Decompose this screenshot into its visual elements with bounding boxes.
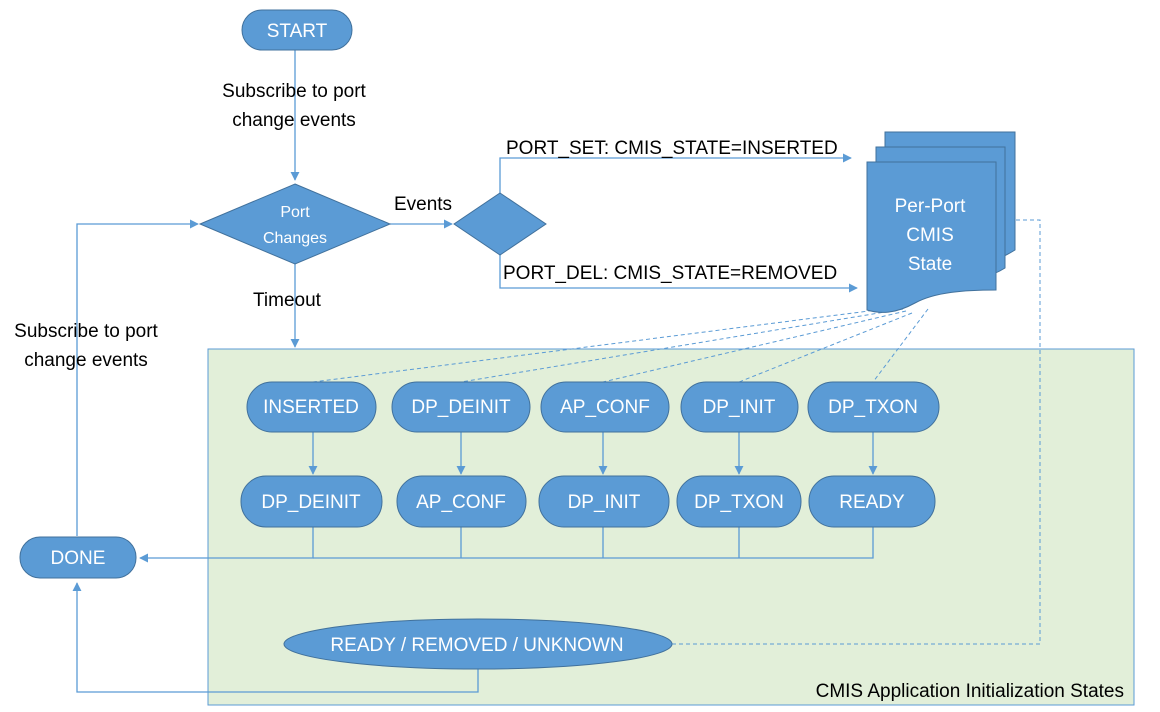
svg-text:DP_DEINIT: DP_DEINIT bbox=[261, 492, 361, 513]
subscribe-label-top-2: change events bbox=[232, 110, 356, 131]
svg-text:INSERTED: INSERTED bbox=[263, 397, 359, 418]
svg-text:Per-Port: Per-Port bbox=[895, 196, 966, 217]
port-changes-decision: Port Changes bbox=[198, 183, 392, 265]
done-node: DONE bbox=[19, 536, 137, 579]
svg-text:Changes: Changes bbox=[263, 230, 327, 247]
state-dp-deinit-top: DP_DEINIT bbox=[391, 381, 531, 433]
svg-text:DP_INIT: DP_INIT bbox=[703, 397, 776, 418]
connector-port-set bbox=[499, 153, 852, 193]
final-states-node: READY / REMOVED / UNKNOWN bbox=[283, 618, 673, 670]
state-ready-bottom: READY bbox=[808, 475, 936, 528]
events-decision bbox=[453, 192, 547, 256]
state-dp-deinit-bottom: DP_DEINIT bbox=[240, 475, 383, 528]
svg-text:Port: Port bbox=[280, 204, 310, 221]
connectors bbox=[72, 50, 878, 693]
per-port-cmis-state-store: Per-Port CMIS State bbox=[866, 131, 1016, 313]
svg-text:AP_CONF: AP_CONF bbox=[560, 397, 650, 418]
subscribe-label-left-2: change events bbox=[24, 350, 148, 371]
connector-port-del bbox=[499, 255, 858, 293]
svg-text:State: State bbox=[908, 254, 952, 275]
port-del-label: PORT_DEL: CMIS_STATE=REMOVED bbox=[503, 263, 837, 284]
start-label: START bbox=[267, 21, 328, 42]
svg-text:CMIS: CMIS bbox=[906, 225, 954, 246]
port-set-label: PORT_SET: CMIS_STATE=INSERTED bbox=[506, 138, 838, 159]
done-label: DONE bbox=[51, 548, 106, 569]
final-states-label: READY / REMOVED / UNKNOWN bbox=[330, 635, 623, 656]
state-row-top: INSERTED DP_DEINIT AP_CONF DP_INIT DP_TX… bbox=[246, 381, 940, 433]
svg-text:READY: READY bbox=[839, 492, 905, 513]
subscribe-label-top-1: Subscribe to port bbox=[222, 81, 366, 102]
state-inserted: INSERTED bbox=[246, 381, 377, 433]
state-ap-conf-top: AP_CONF bbox=[540, 381, 670, 433]
events-label: Events bbox=[394, 194, 452, 215]
state-row-bottom: DP_DEINIT AP_CONF DP_INIT DP_TXON READY bbox=[240, 475, 936, 528]
state-dp-init-bottom: DP_INIT bbox=[538, 475, 670, 528]
svg-text:AP_CONF: AP_CONF bbox=[416, 492, 506, 513]
region-title: CMIS Application Initialization States bbox=[816, 681, 1124, 702]
state-dp-init-top: DP_INIT bbox=[680, 381, 799, 433]
state-dp-txon-top: DP_TXON bbox=[807, 381, 940, 433]
start-node: START bbox=[241, 9, 353, 51]
svg-text:DP_INIT: DP_INIT bbox=[568, 492, 641, 513]
connector-done-loop bbox=[76, 219, 199, 536]
dashed-connectors bbox=[312, 219, 1041, 645]
state-dp-txon-bottom: DP_TXON bbox=[676, 475, 802, 528]
state-ap-conf-bottom: AP_CONF bbox=[396, 475, 527, 528]
connector-final-to-done bbox=[72, 582, 479, 693]
svg-text:DP_TXON: DP_TXON bbox=[694, 492, 784, 513]
svg-text:DP_TXON: DP_TXON bbox=[828, 397, 918, 418]
svg-text:DP_DEINIT: DP_DEINIT bbox=[411, 397, 511, 418]
timeout-label: Timeout bbox=[253, 290, 322, 311]
subscribe-label-left-1: Subscribe to port bbox=[14, 321, 158, 342]
